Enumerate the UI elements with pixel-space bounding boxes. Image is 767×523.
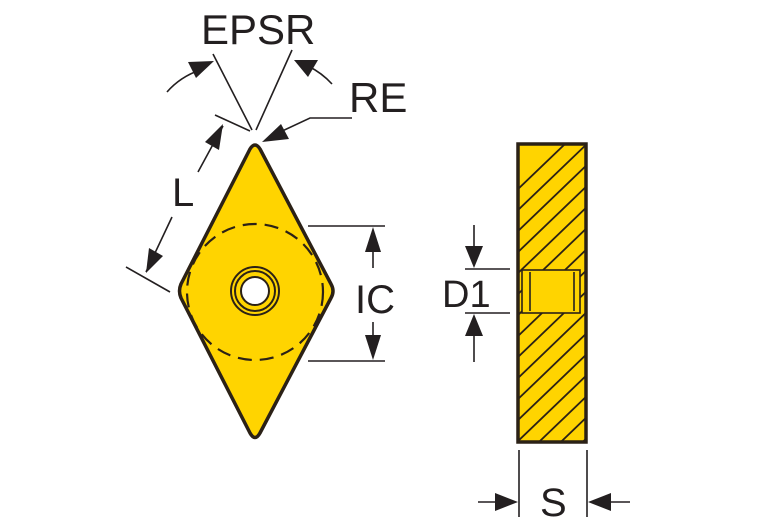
re-dimension: RE <box>262 74 407 142</box>
hatch-line <box>519 207 585 274</box>
hatch-line <box>519 145 585 211</box>
l-dimension: L <box>125 114 251 293</box>
hatch-line <box>519 165 585 232</box>
hatch-line <box>560 417 585 441</box>
insert-top-view <box>177 143 335 440</box>
center-hole <box>240 276 270 306</box>
center-hole-ring <box>234 270 276 312</box>
center-hole-outer <box>230 266 280 316</box>
inscribed-circle <box>185 222 325 362</box>
hatch-line <box>519 354 585 421</box>
s-label: S <box>540 481 567 523</box>
d1-label: D1 <box>442 274 491 316</box>
epsr-label: EPSR <box>201 6 315 53</box>
l-label: L <box>172 171 194 215</box>
side-hole-section <box>521 269 581 314</box>
hatch-line <box>519 145 566 190</box>
d1-dimension: D1 <box>442 225 510 362</box>
epsr-dimension: EPSR <box>166 6 333 131</box>
hatch-line <box>538 396 585 441</box>
re-label: RE <box>349 74 407 121</box>
ic-label: IC <box>355 278 395 322</box>
hatch-line <box>519 312 585 379</box>
ic-dimension: IC <box>308 225 395 362</box>
insert-side-view <box>516 142 588 444</box>
hatch-line <box>519 333 585 400</box>
hatch-line <box>519 186 585 253</box>
s-dimension: S <box>478 450 630 523</box>
hatch-line <box>519 375 585 441</box>
